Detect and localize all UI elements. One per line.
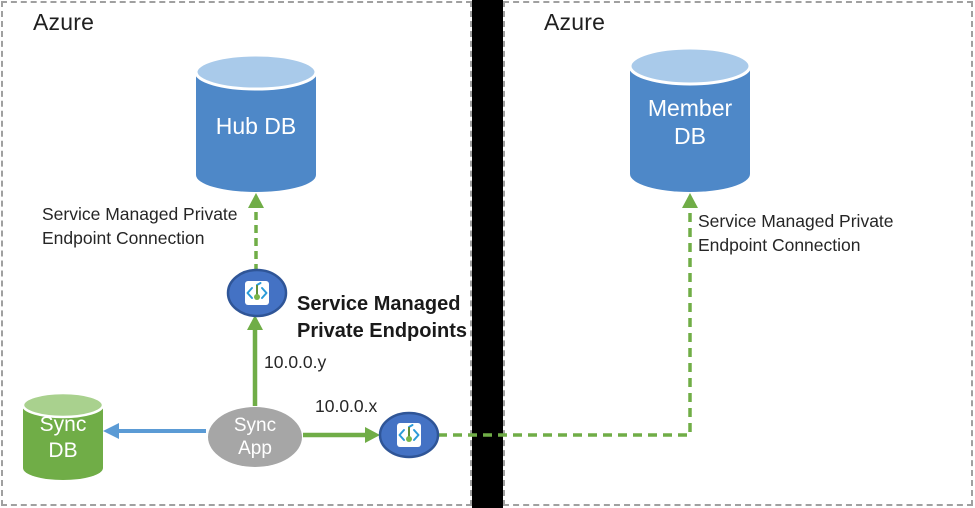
hub-db-cylinder [194,53,318,192]
right-connection-label: Service Managed Private Endpoint Connect… [698,211,894,255]
private-endpoint-icon [397,423,421,447]
hub-db-label: Hub DB [215,112,297,139]
azure-region-right-title: Azure [544,9,606,35]
member-db-cylinder [628,46,752,192]
azure-region-right-box [503,1,973,506]
dashed-arrow-endpoint-to-hubdb [248,193,264,272]
sync-db-cylinder-top [21,391,105,419]
member-db-label: Member DB [647,94,733,149]
private-endpoint-node-top [226,268,288,318]
ip-address-y-label: 10.0.0.y [264,352,327,372]
hub-db-cylinder-top [194,53,318,91]
private-endpoint-icon [245,281,269,305]
service-managed-private-endpoints-label: Service Managed Private Endpoints [297,293,468,342]
sync-app-ellipse [208,407,302,467]
azure-region-left-title: Azure [33,9,95,35]
arrowhead-up [247,315,263,330]
left-connection-label: Service Managed Private Endpoint Connect… [42,204,238,248]
arrow-syncapp-to-endpoint-right [303,427,380,443]
arrow-syncapp-to-syncdb [103,423,206,439]
hub-db-cylinder-body [196,72,316,192]
member-db-cylinder-body [630,66,750,192]
arrowhead-up [682,193,698,208]
arrow-syncapp-to-endpoint-top [247,315,263,406]
member-db-cylinder-top [628,46,752,86]
ip-address-x-label: 10.0.0.x [315,396,378,416]
dashed-arrow-endpoint-to-memberdb [438,193,698,437]
sync-db-label: Sync DB [39,412,87,462]
sync-app-label: Sync App [233,414,277,459]
sync-db-cylinder-body [23,405,103,480]
arrowhead-left [103,423,119,439]
azure-region-left-box [1,1,472,506]
private-endpoint-node-right [378,411,440,459]
arrowhead-right [365,427,380,443]
network-boundary-divider [472,0,503,508]
arrowhead-up [248,193,264,208]
sync-db-cylinder [21,391,105,480]
